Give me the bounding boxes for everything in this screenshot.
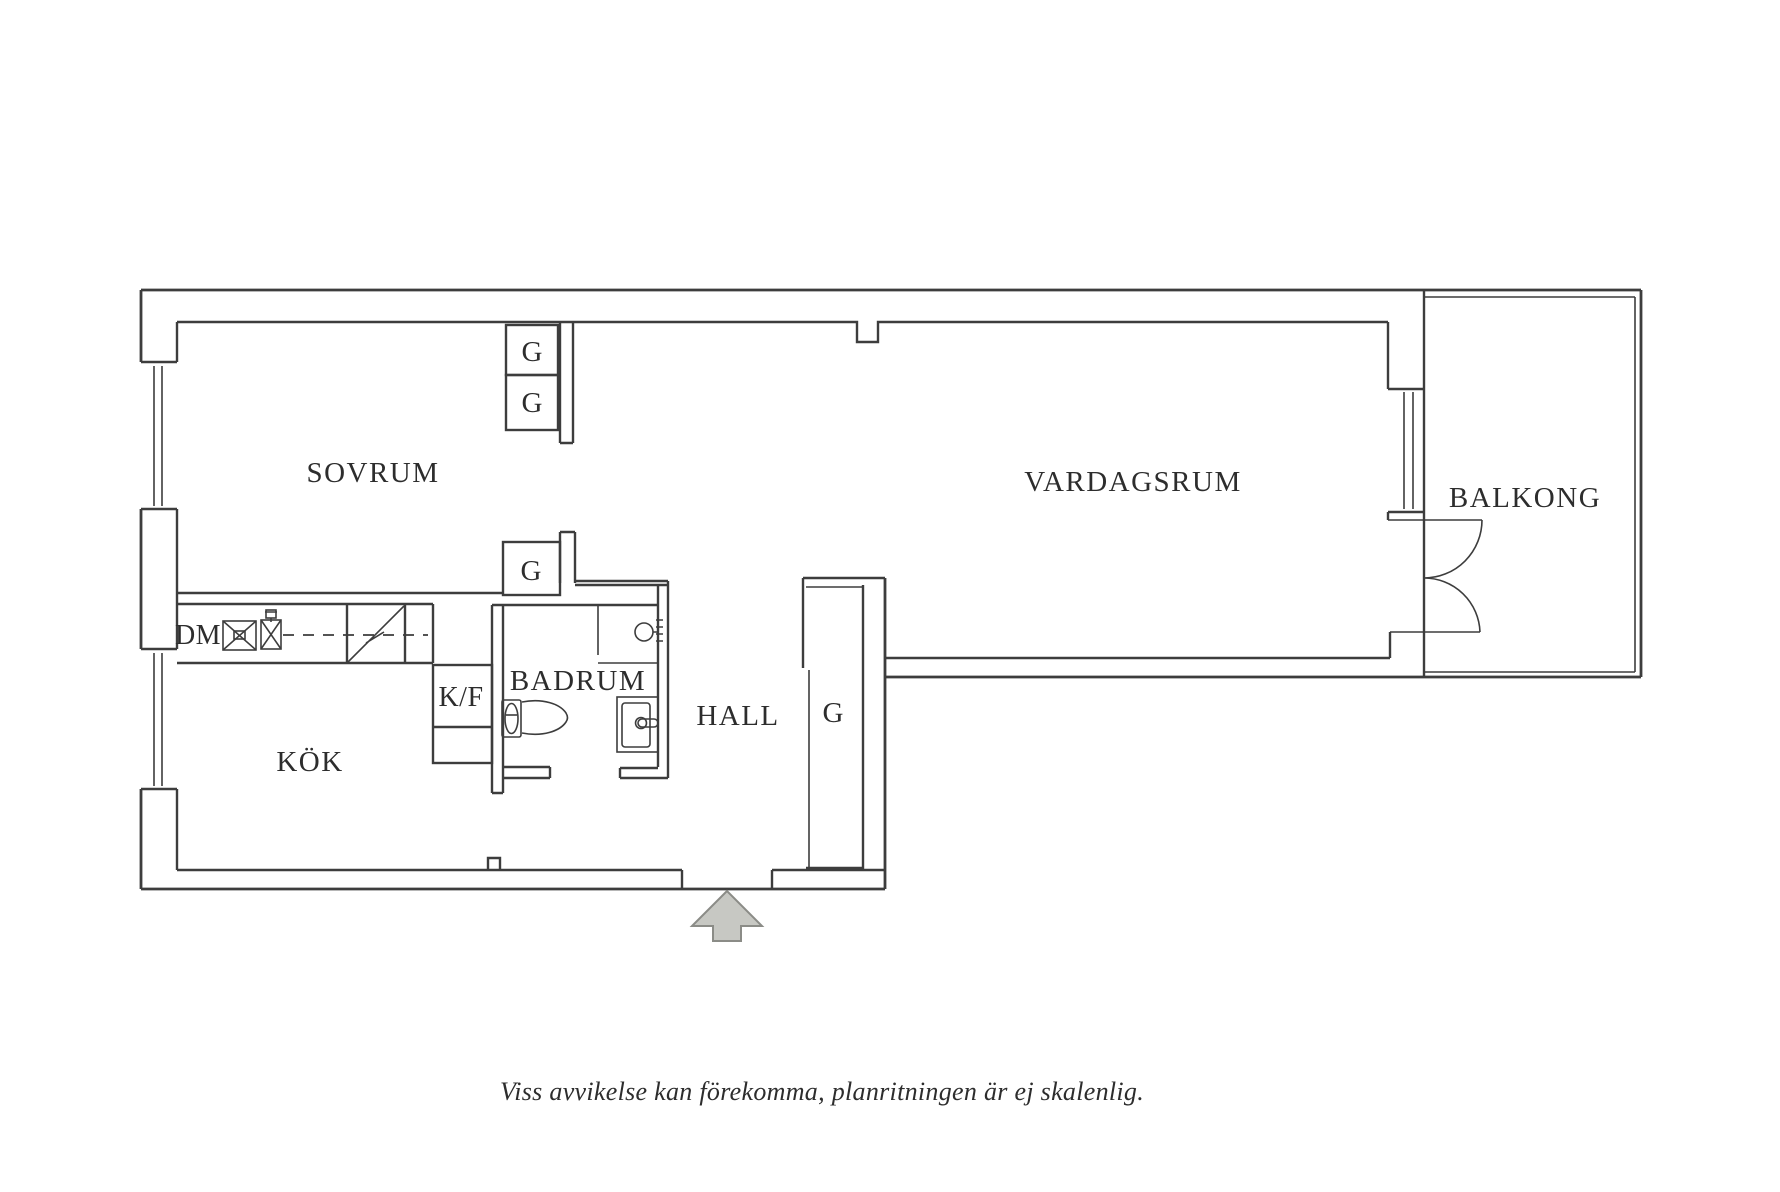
entrance-arrow-icon [689,889,765,942]
wardrobe-icons [501,323,562,597]
room-label-kok: KÖK [276,746,343,778]
wardrobe-label-2: G [522,387,543,419]
fridge-freezer-icon [431,663,494,765]
balcony-door-icon [1388,519,1483,633]
room-label-hall: HALL [696,700,779,732]
exterior-walls [139,288,1643,891]
wardrobe-label-1: G [522,336,543,368]
dishwasher-label: DM [175,620,221,651]
wardrobe-label-4: G [823,697,844,729]
kitchen-sink-icon [222,619,282,651]
kitchen-counter [177,604,435,665]
toilet-icon [501,699,569,738]
room-label-balkong: BALKONG [1449,482,1601,514]
balcony-outline [1422,291,1636,677]
interior-walls [175,320,1392,889]
window-icons [141,360,1424,791]
fridge-freezer-label: K/F [438,682,483,713]
shower-icon [597,606,663,664]
washbasin-icon [616,696,659,753]
disclaimer-caption: Viss avvikelse kan förekomma, planritnin… [500,1077,1144,1106]
room-label-badrum: BADRUM [510,665,646,697]
kitchen-faucet-icon [265,609,277,622]
room-label-sovrum: SOVRUM [306,457,439,489]
room-label-vardagsrum: VARDAGSRUM [1024,466,1242,498]
hall-wardrobe [801,576,885,870]
bedroom-divider-wall [558,323,577,583]
wardrobe-label-3: G [521,555,542,587]
